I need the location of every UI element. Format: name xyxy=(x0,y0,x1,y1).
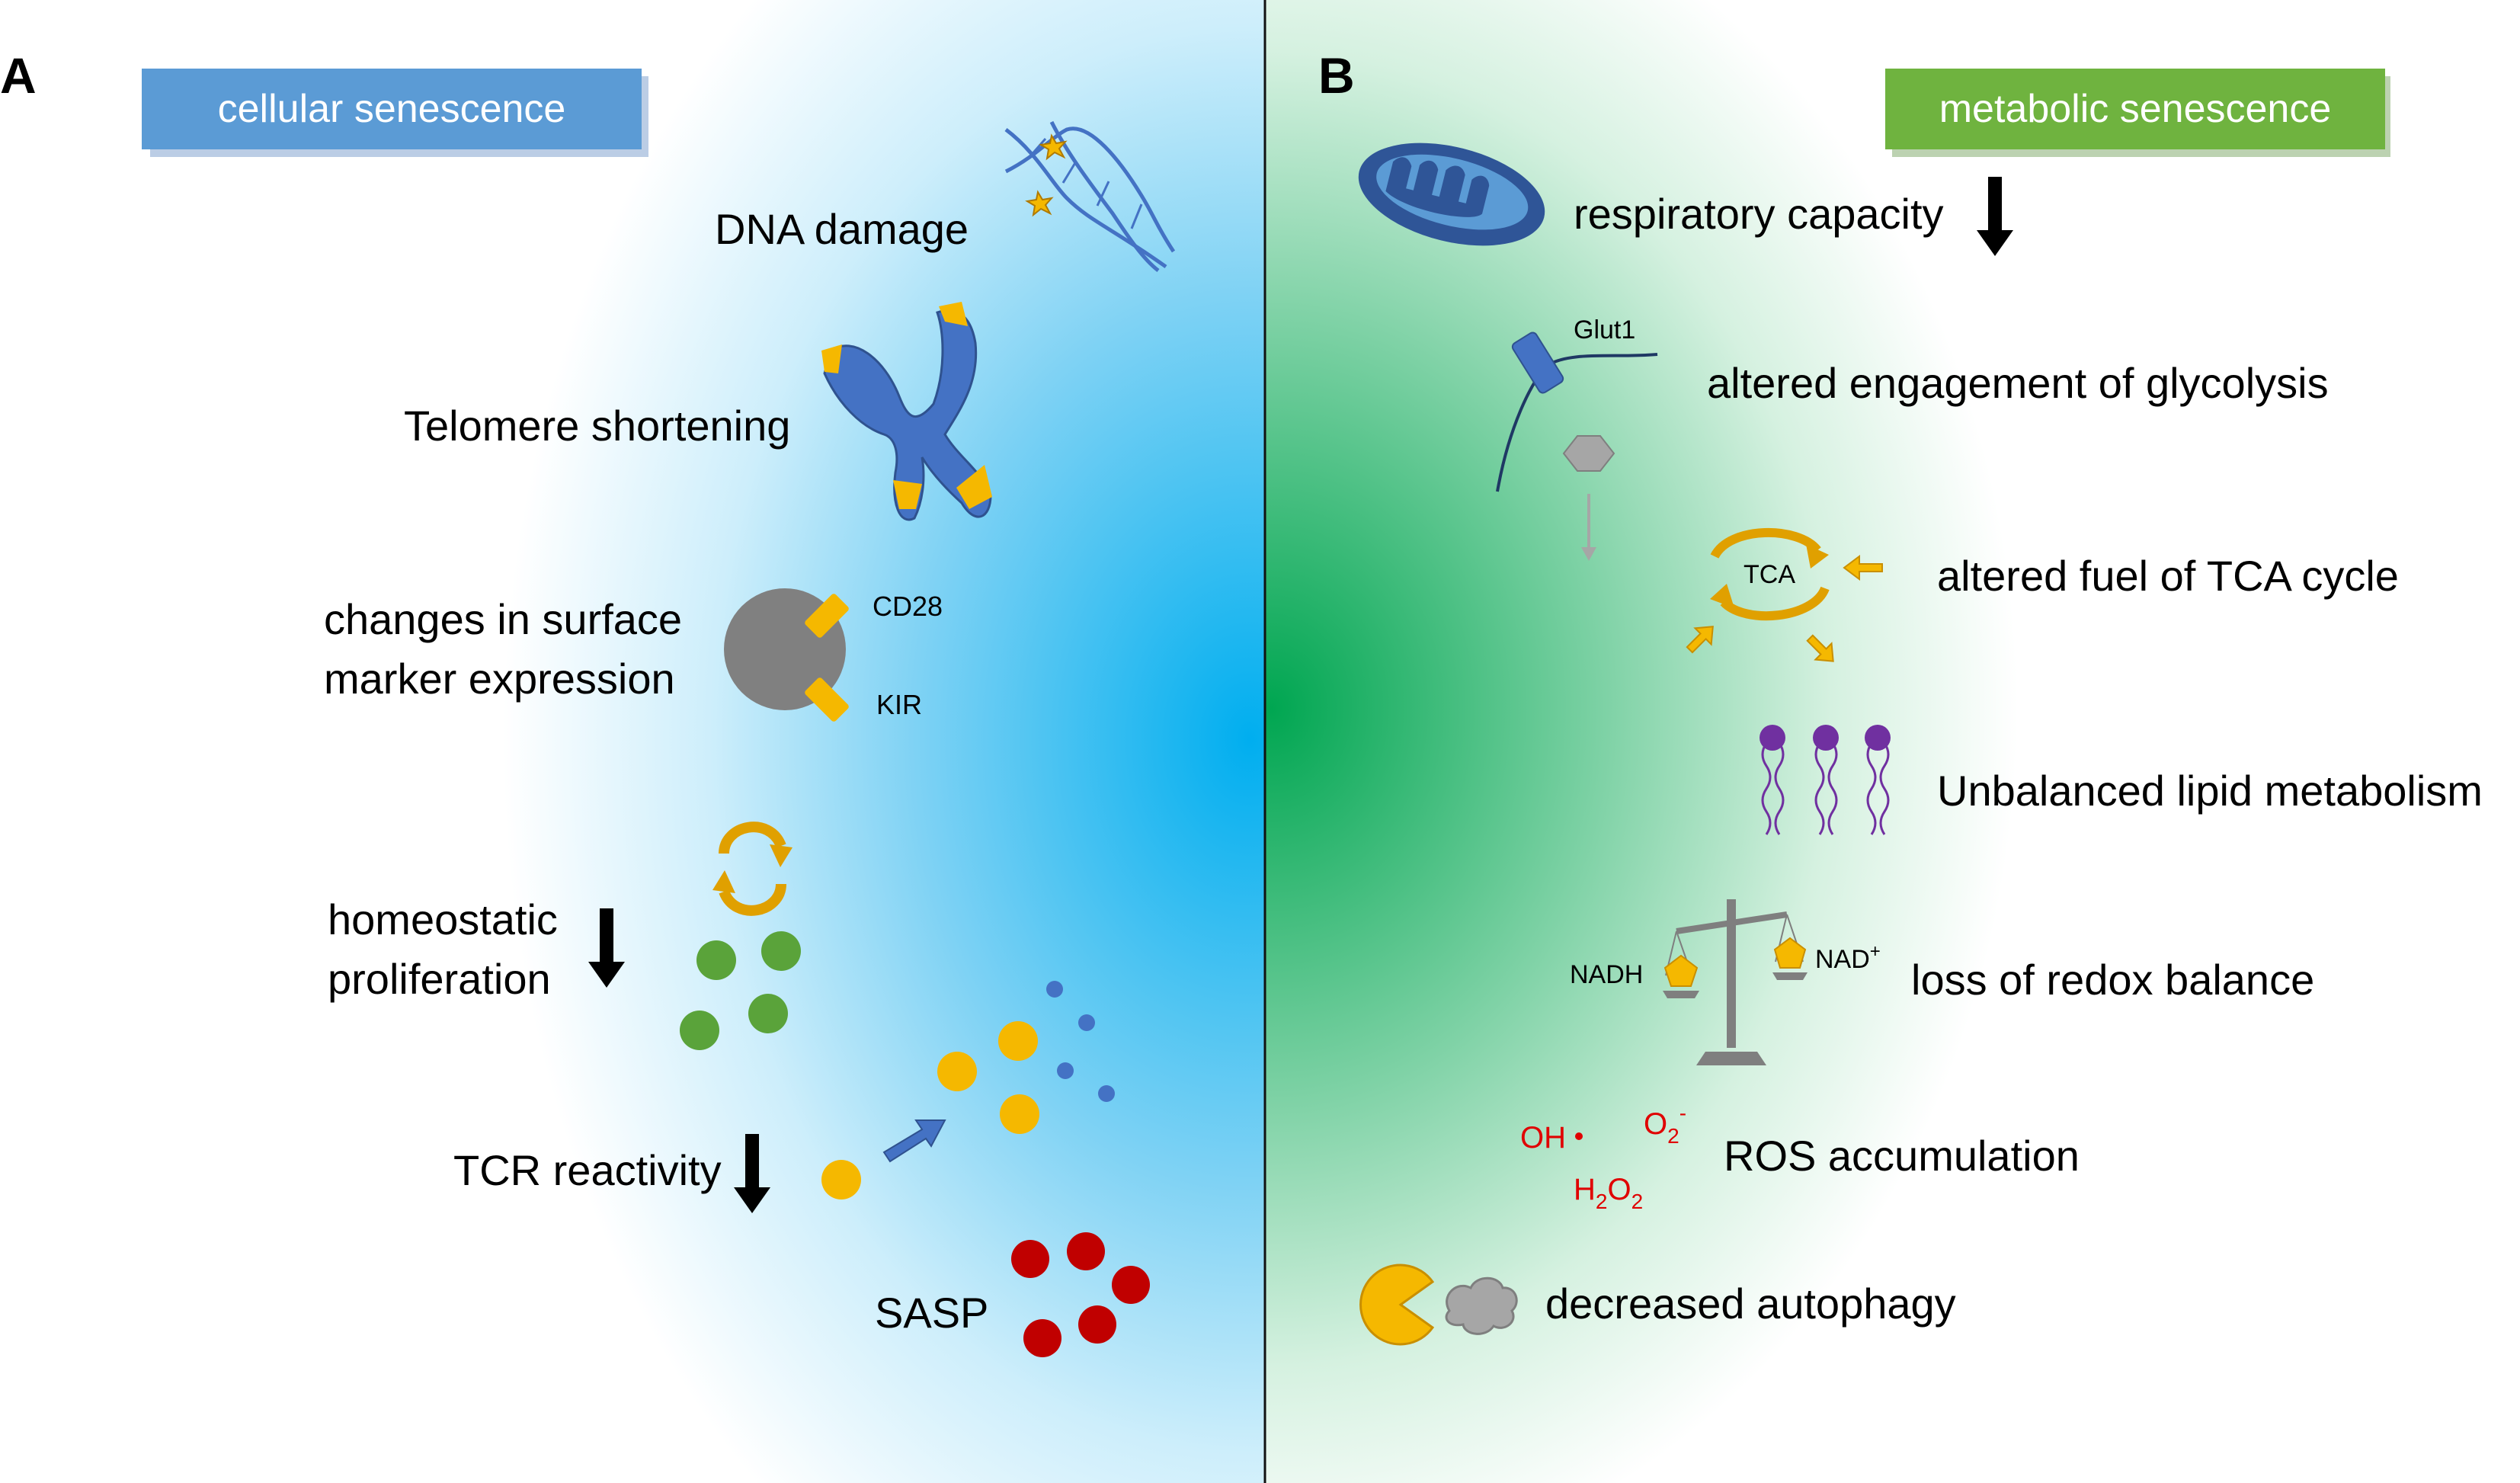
h2o2-sub2: 2 xyxy=(1631,1190,1644,1213)
h2o2-label: H2O2 xyxy=(1574,1173,1643,1213)
o2-label: O2- xyxy=(1644,1101,1686,1148)
oh-radical-dot xyxy=(1575,1132,1583,1140)
panel-a-header-text: cellular senescence xyxy=(218,87,566,131)
surface-marker-label-line1: changes in surface xyxy=(324,595,682,643)
fuel-arrow-icon-1 xyxy=(1843,555,1883,581)
tca-arrowheads-icon xyxy=(1710,544,1829,608)
surface-marker-label-line2: marker expression xyxy=(324,655,675,703)
tca-fuel-label: altered fuel of TCA cycle xyxy=(1937,552,2399,600)
o2-text: O xyxy=(1644,1107,1667,1141)
tca-cycle-icon xyxy=(1710,528,1830,621)
cytokine-dot-4 xyxy=(1098,1085,1115,1102)
debris-cloud-icon xyxy=(1445,1276,1518,1335)
nad-superscript: + xyxy=(1870,941,1881,962)
tca-label: TCA xyxy=(1744,560,1795,589)
nad-text: NAD xyxy=(1815,945,1870,974)
sasp-label: SASP xyxy=(875,1289,988,1337)
activation-arrow-icon xyxy=(882,1119,946,1163)
nad-label: NAD+ xyxy=(1815,941,1881,974)
pacman-autophagy-icon xyxy=(1359,1264,1435,1346)
panel-b-header-box xyxy=(1885,69,2385,149)
nad-pentagon-icon xyxy=(1773,937,1807,969)
telomere-label: Telomere shortening xyxy=(404,402,790,450)
tcr-label: TCR reactivity xyxy=(453,1146,722,1194)
green-cell-1 xyxy=(696,940,736,980)
o2-superscript: - xyxy=(1679,1101,1686,1125)
cycle-arrows-icon xyxy=(719,822,786,916)
ros-label: ROS accumulation xyxy=(1724,1132,2080,1180)
mitochondrion-icon xyxy=(1358,143,1545,246)
red-cell-3 xyxy=(1112,1266,1150,1304)
red-cell-1 xyxy=(1011,1240,1049,1278)
yellow-cell-1 xyxy=(937,1052,977,1091)
red-cell-5 xyxy=(1023,1319,1061,1357)
h2o2-sub1: 2 xyxy=(1596,1190,1608,1213)
green-cell-3 xyxy=(680,1011,719,1050)
green-cell-4 xyxy=(748,994,788,1033)
green-glow-background xyxy=(1265,0,2520,1483)
dna-damage-label: DNA damage xyxy=(715,205,969,253)
cycle-arrowheads-icon xyxy=(712,844,793,893)
panel-b-header-text: metabolic senescence xyxy=(1939,87,2332,131)
glucose-down-arrow-icon xyxy=(1581,494,1596,561)
oh-label: OH xyxy=(1520,1121,1566,1155)
nadh-pentagon-icon xyxy=(1663,954,1699,987)
green-cell-2 xyxy=(761,931,801,971)
cd28-receptor-icon xyxy=(805,594,849,638)
glycolysis-label: altered engagement of glycolysis xyxy=(1707,359,2329,407)
nadh-label: NADH xyxy=(1570,960,1643,989)
down-arrow-homeostatic-icon xyxy=(588,908,625,988)
yellow-cell-3 xyxy=(1000,1094,1039,1134)
yellow-cell-2 xyxy=(998,1021,1038,1061)
glut1-transporter-icon xyxy=(1496,332,1658,492)
chromosome-icon xyxy=(821,302,992,521)
dna-damage-star-icon xyxy=(1025,133,1068,217)
glucose-hexagon-icon xyxy=(1562,435,1615,472)
panel-a-letter: A xyxy=(0,47,37,104)
cytokine-dot-2 xyxy=(1078,1014,1095,1031)
balance-scale-icon xyxy=(1663,899,1808,1065)
red-cell-4 xyxy=(1078,1305,1116,1344)
redox-label: loss of redox balance xyxy=(1911,956,2314,1004)
o2-subscript: 2 xyxy=(1667,1124,1679,1148)
panel-a-header-box xyxy=(142,69,642,149)
h2o2-h: H xyxy=(1574,1173,1596,1206)
yellow-cell-small xyxy=(821,1160,861,1200)
kir-label: KIR xyxy=(876,689,922,720)
blue-glow-background xyxy=(0,0,1265,1483)
homeostatic-label-line2: proliferation xyxy=(328,955,551,1003)
cd28-label: CD28 xyxy=(873,591,943,622)
cytokine-dot-1 xyxy=(1046,981,1063,998)
panel-a-header: cellular senescence xyxy=(142,69,648,157)
fuel-arrow-icon-3 xyxy=(1806,634,1834,662)
oh-text: OH xyxy=(1520,1121,1566,1155)
respiratory-label: respiratory capacity xyxy=(1574,190,1944,238)
red-cell-2 xyxy=(1067,1232,1105,1270)
glut1-label: Glut1 xyxy=(1574,315,1635,344)
fuel-arrow-icon-2 xyxy=(1686,626,1714,654)
lipid-label: Unbalanced lipid metabolism xyxy=(1937,767,2483,815)
autophagy-label: decreased autophagy xyxy=(1545,1280,1956,1328)
panel-b-letter: B xyxy=(1318,47,1355,104)
panel-b-header: metabolic senescence xyxy=(1885,69,2390,157)
down-arrow-tcr-icon xyxy=(734,1134,770,1213)
kir-receptor-icon xyxy=(805,677,849,722)
lipid-icon xyxy=(1760,725,1891,835)
down-arrow-respiratory-icon xyxy=(1977,177,2013,256)
h2o2-o: O xyxy=(1607,1173,1631,1206)
homeostatic-label-line1: homeostatic xyxy=(328,895,558,943)
cytokine-dot-3 xyxy=(1057,1062,1074,1079)
